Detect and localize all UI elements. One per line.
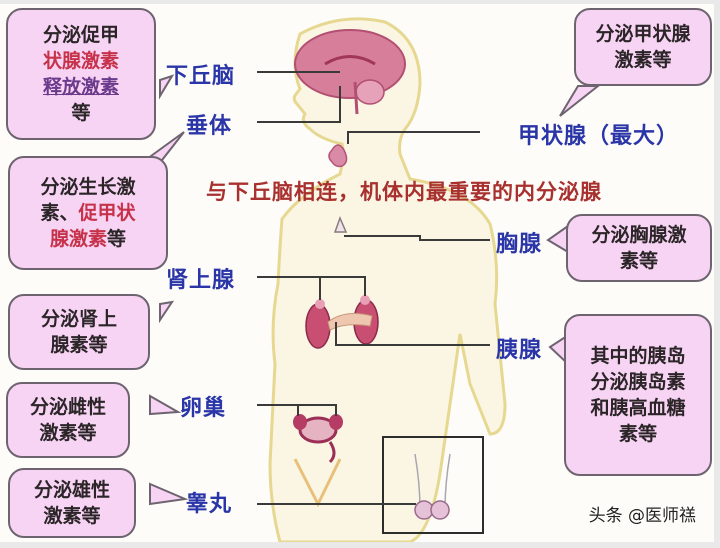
bubble-text: 分泌雄性 [33,479,110,501]
bubble-text-highlight: 腺激素 [49,228,107,250]
label-ovary: 卵巢 [180,396,227,421]
bubble-text: 分泌雌性 [29,396,106,418]
ovary-uterus-icon [293,414,343,508]
brain-icon [294,29,406,115]
bubble-text: 其中的胰岛 [590,345,686,367]
bubble-text: 素、 [40,202,79,224]
bubble-thyroid: 分泌甲状腺 激素等 [574,8,712,86]
bubble-text: 分泌肾上 [40,308,117,330]
label-hypothalamus: 下丘脑 [166,64,236,89]
bubble-pituitary: 分泌生长激 素、促甲状 腺激素等 [8,156,168,270]
bubble-text: 激素等 [614,49,672,71]
label-adrenal: 肾上腺 [166,268,236,293]
endocrine-diagram: 分泌促甲 状腺激素 释放激素 等 分泌生长激 素、促甲状 腺激素等 分泌肾上 腺… [0,4,714,542]
bubble-adrenal: 分泌肾上 腺素等 [8,294,150,370]
bubble-text: 素等 [618,423,657,445]
label-thyroid: 甲状腺（最大） [518,124,680,149]
bubble-text: 腺素等 [50,334,108,356]
bubble-hypothalamus: 分泌促甲 状腺激素 释放激素 等 [6,8,156,140]
thyroid-icon [328,144,348,168]
label-pituitary: 垂体 [186,114,233,139]
testis-icon [414,453,451,520]
testis-inset [382,436,484,534]
leader-lines [257,71,490,505]
bubble-text: 等 [71,102,91,124]
bubble-text: 分泌生长激 [40,176,136,198]
bubble-text: 激素等 [43,505,101,527]
bubble-text: 分泌胰岛素 [590,371,686,393]
human-body-illustration [137,17,601,542]
bubble-text-highlight: 状腺激素 [42,50,119,72]
bubble-pancreas: 其中的胰岛 分泌胰岛素 和胰高血糖 素等 [564,314,712,476]
bubble-text: 分泌促甲 [42,24,119,46]
bubble-thymus: 分泌胸腺激 素等 [566,214,712,282]
bubble-text: 分泌甲状腺 [595,23,691,45]
bubble-ovary: 分泌雌性 激素等 [6,382,130,458]
bubble-testis: 分泌雄性 激素等 [8,468,136,538]
bubble-text: 分泌胸腺激 [591,224,687,246]
label-testis: 睾丸 [186,492,233,517]
bubble-text-highlight: 释放激素 [42,76,119,98]
bubble-text: 激素等 [39,422,97,444]
bubble-text: 和胰高血糖 [590,397,686,419]
pituitary-note: 与下丘脑相连，机体内最重要的内分泌腺 [206,180,602,204]
watermark: 头条 @医师禚 [588,506,696,526]
bubble-text: 素等 [619,250,658,272]
label-thymus: 胸腺 [496,232,543,257]
kidney-adrenal-icon [305,295,379,349]
bubble-text-highlight: 促甲状 [78,202,136,224]
thymus-icon [333,215,348,233]
label-pancreas: 胰腺 [496,338,543,363]
bubble-text: 等 [107,228,127,250]
body-outline [268,17,507,542]
